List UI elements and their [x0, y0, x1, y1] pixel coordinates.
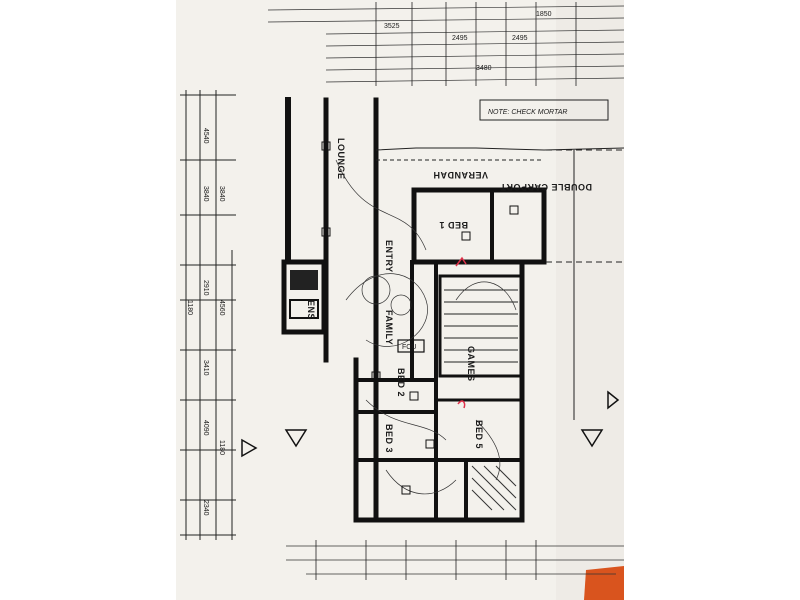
paper-shadow	[556, 0, 624, 600]
fcu-label: FCU	[402, 344, 416, 351]
right-background	[624, 0, 800, 600]
room-label-double-carport: DOUBLE CARPORT	[500, 182, 592, 192]
floor-plan-sheet: 3525 2495 2495 3480 1850 NOTE: CHECK MOR…	[176, 0, 624, 600]
room-label-lounge: LOUNGE	[336, 138, 346, 180]
room-label-ensuite: ENS	[306, 300, 316, 320]
section-marker-icon	[241, 438, 258, 458]
dimension-label: 2340	[202, 500, 209, 516]
dimension-label: 3525	[384, 23, 400, 30]
room-labels: VERANDAH BED 1 ENTRY LOUNGE FAMILY GAMES…	[306, 138, 592, 453]
dimension-label: 2495	[512, 35, 528, 42]
dimension-label: 3840	[202, 186, 209, 202]
fcu-box: FCU	[397, 339, 425, 353]
corner-scrap	[584, 566, 624, 600]
room-label-entry: ENTRY	[384, 240, 394, 273]
dimension-label: 4560	[218, 300, 225, 316]
dimension-label: 2910	[202, 280, 209, 296]
dimension-label: 1180	[186, 300, 193, 315]
room-label-bed1: BED 1	[439, 220, 468, 230]
fixture-symbols	[321, 141, 519, 495]
section-marker-icon	[284, 429, 308, 448]
note-text: NOTE: CHECK MORTAR	[488, 109, 567, 116]
left-background	[0, 0, 176, 600]
red-pen-marks	[455, 256, 467, 409]
bottom-dimension-lines	[286, 540, 624, 580]
section-marker-icon	[580, 429, 604, 448]
note-box: NOTE: CHECK MORTAR	[479, 99, 609, 121]
room-label-family: FAMILY	[384, 310, 394, 345]
top-dimension-lines: 3525 2495 2495 3480 1850	[267, 2, 624, 86]
dimension-label: 1850	[536, 11, 552, 18]
dimension-label: 3840	[218, 186, 225, 202]
section-markers	[241, 390, 620, 458]
room-label-verandah: VERANDAH	[433, 170, 488, 180]
electrical-wiring	[335, 159, 517, 495]
floor-plan-drawing: 3525 2495 2495 3480 1850 NOTE: CHECK MOR…	[176, 0, 624, 600]
room-label-games: GAMES	[466, 346, 476, 382]
room-label-bed5: BED 5	[474, 420, 484, 449]
dimension-label: 4540	[202, 128, 209, 144]
section-marker-icon	[607, 390, 620, 410]
dimension-label: 4090	[202, 420, 209, 436]
house-walls	[281, 97, 624, 523]
dimension-label: 3410	[202, 360, 209, 376]
dimension-label: 2495	[452, 35, 468, 42]
left-dimension-strings: 4540 3840 3840 4560 2910 1180 3410 4090 …	[180, 90, 236, 540]
dimension-label: 1180	[218, 440, 225, 455]
room-label-bed2: BED 2	[396, 368, 406, 397]
dimension-label: 3480	[476, 65, 492, 72]
room-label-bed3: BED 3	[384, 424, 394, 453]
